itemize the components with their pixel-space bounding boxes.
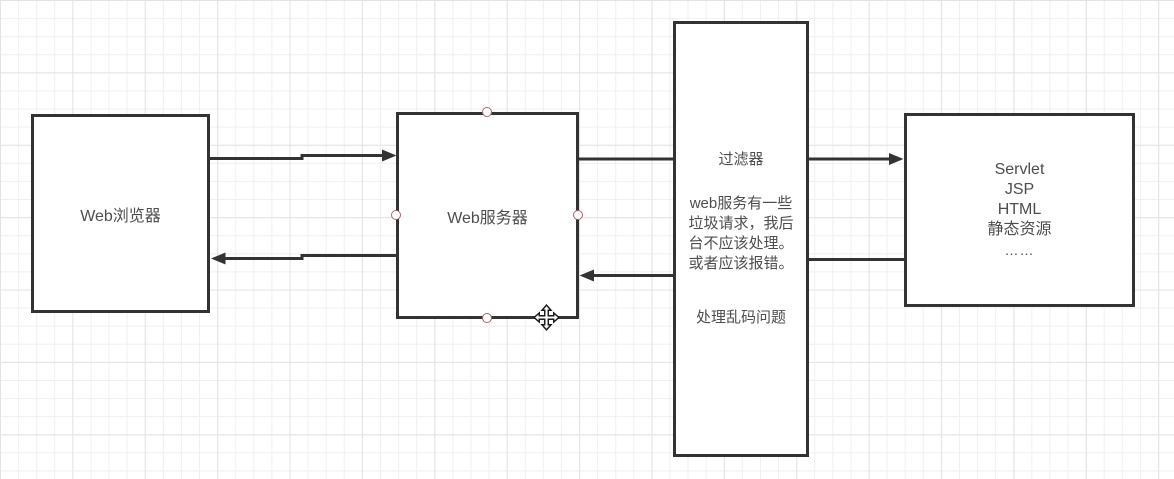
browser-node-label: Web浏览器 <box>80 207 161 225</box>
resources-node-lines: Servlet JSP HTML 静态资源 …… <box>987 160 1051 260</box>
filter-node-footer: 处理乱码问题 <box>695 309 786 326</box>
server-node[interactable]: Web服务器 <box>396 112 579 319</box>
resource-line: JSP <box>1004 181 1035 198</box>
move-cursor-icon <box>533 304 560 331</box>
selection-handle-top[interactable] <box>482 107 492 117</box>
arrow-filter-to-resources[interactable] <box>809 153 904 165</box>
filter-body-line: 台不应该处理。 <box>688 235 794 252</box>
filter-body-line: 垃圾请求，我后 <box>688 215 794 232</box>
arrow-browser-to-server[interactable] <box>210 149 397 162</box>
selection-handle-right[interactable] <box>573 210 583 220</box>
arrow-filter-to-server[interactable] <box>579 269 674 282</box>
filter-node-body: web服务有一些 垃圾请求，我后 台不应该处理。 或者应该报错。 <box>688 194 793 274</box>
filter-body-line: web服务有一些 <box>689 195 793 212</box>
resources-node[interactable]: Servlet JSP HTML 静态资源 …… <box>904 113 1135 307</box>
server-node-label: Web服务器 <box>447 209 528 227</box>
resource-line: Servlet <box>994 161 1045 178</box>
resource-line: HTML <box>997 201 1042 218</box>
resource-line: 静态资源 <box>987 221 1052 238</box>
filter-node[interactable]: 过滤器 web服务有一些 垃圾请求，我后 台不应该处理。 或者应该报错。 处理乱… <box>673 21 809 457</box>
selection-handle-left[interactable] <box>391 210 401 220</box>
filter-node-title: 过滤器 <box>718 151 764 168</box>
browser-node[interactable]: Web浏览器 <box>31 114 210 313</box>
resource-line: …… <box>1004 242 1035 258</box>
filter-body-line: 或者应该报错。 <box>688 255 794 272</box>
arrow-server-to-browser[interactable] <box>211 252 397 265</box>
selection-handle-bottom[interactable] <box>482 313 492 323</box>
